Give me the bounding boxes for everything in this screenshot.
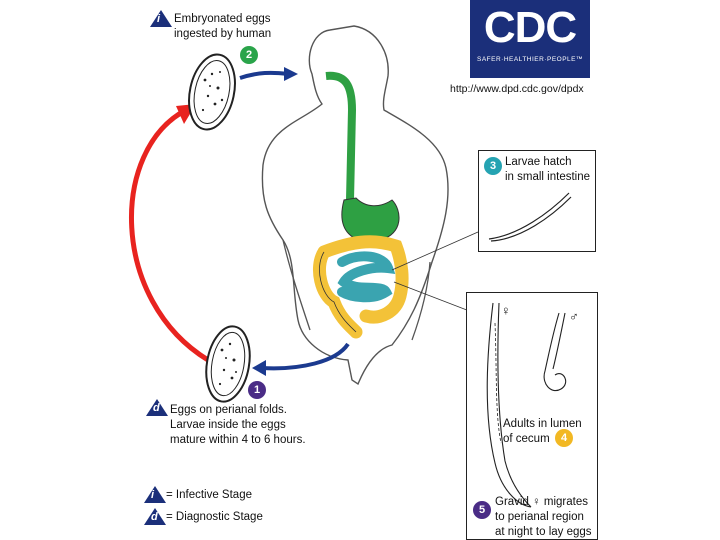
- perianal-label: Eggs on perianal folds. Larvae inside th…: [170, 404, 306, 446]
- embryonated-egg: [188, 53, 236, 131]
- perianal-egg-dots: [218, 342, 237, 386]
- legend-infective-label: = Infective Stage: [166, 489, 252, 501]
- cdc-logo: CDC SAFER·HEALTHIER·PEOPLE™: [470, 0, 590, 78]
- esophagus: [325, 71, 357, 201]
- embryonated-egg-dots: [201, 71, 224, 112]
- adult-worms-drawing: [486, 302, 567, 508]
- step-2-badge: 2: [240, 46, 258, 64]
- source-url: http://www.dpd.cdc.gov/dpdx: [450, 83, 584, 95]
- adults-panel: ♀ ♂ Adults in lumen of cecum 4 5 Gravid …: [466, 292, 598, 540]
- ingestion-arrow: [239, 70, 289, 80]
- legend-infective-icon: i: [144, 486, 166, 503]
- excretion-arrowhead: [252, 360, 266, 376]
- male-symbol: ♂: [569, 309, 579, 324]
- step-5-badge: 5: [473, 501, 491, 519]
- legend-diagnostic-icon: d: [144, 508, 166, 525]
- adults-label: Adults in lumen of cecum: [503, 418, 582, 445]
- colon-outline: [319, 251, 357, 333]
- female-symbol: ♀: [501, 303, 511, 318]
- infective-stage-icon: i: [150, 10, 172, 27]
- larvae-panel: 3 Larvae hatch in small intestine: [478, 150, 596, 252]
- perianal-egg: [205, 325, 251, 403]
- cycle-arrow: [128, 107, 210, 363]
- stomach: [341, 197, 400, 242]
- cdc-logo-text: CDC: [483, 3, 577, 52]
- legend-diagnostic-label: = Diagnostic Stage: [166, 511, 263, 523]
- cdc-logo-tagline: SAFER·HEALTHIER·PEOPLE™: [476, 56, 583, 63]
- embryonated-egg-inner: [193, 60, 231, 124]
- human-body-outline: [261, 25, 449, 386]
- ingestion-arrowhead: [284, 67, 298, 81]
- excretion-arrow: [261, 342, 350, 371]
- larvae-pointer-line: [391, 231, 479, 271]
- perianal-egg-inner: [210, 331, 246, 397]
- step-3-badge: 3: [484, 157, 502, 175]
- small-intestine: [337, 251, 396, 303]
- adults-pointer-line: [393, 281, 473, 313]
- larvae-label: Larvae hatch in small intestine: [505, 156, 591, 183]
- step-1-badge: 1: [248, 381, 266, 399]
- human-arm-left: [282, 239, 311, 331]
- embryonated-label: Embryonated eggs ingested by human: [174, 13, 272, 40]
- human-arm-right: [411, 261, 431, 341]
- larva-drawing: [488, 192, 572, 242]
- gravid-label: Gravid ♀ migrates to perianal region at …: [495, 496, 592, 538]
- step-4-badge: 4: [555, 429, 573, 447]
- diagnostic-stage-icon: d: [146, 399, 168, 416]
